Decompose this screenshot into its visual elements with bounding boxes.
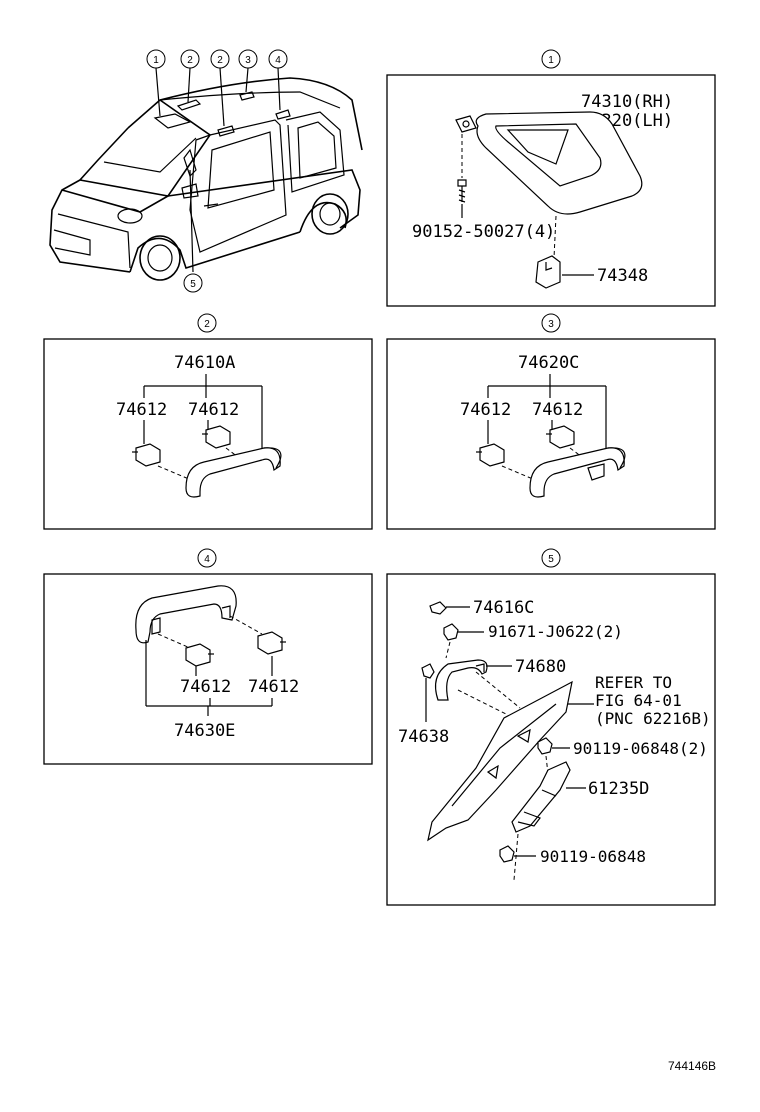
label-74638: 74638	[398, 727, 449, 747]
label-74612-a: 74612	[116, 400, 167, 420]
label-fig-64-01: FIG 64-01	[595, 691, 682, 710]
panel-sun-visor: 1 74310(RH) 74320(LH) 90152-50027(4) 743…	[386, 49, 716, 307]
label-74630E: 74630E	[174, 721, 235, 741]
callout-1: 1	[146, 49, 166, 69]
label-74620C: 74620C	[518, 353, 579, 373]
label-74612-d: 74612	[532, 400, 583, 420]
clip-icon	[421, 663, 435, 679]
svg-text:4: 4	[275, 55, 281, 66]
svg-text:2: 2	[187, 55, 193, 66]
panel-pillar-grip: 5 74616C 91671-J0622(2) 74680 74638 REFE…	[386, 548, 716, 906]
screw-icon	[499, 845, 515, 863]
callout-2a: 2	[180, 49, 200, 69]
visor-hinge	[455, 115, 477, 133]
label-90152: 90152-50027(4)	[412, 222, 555, 242]
panel5-callout: 5	[548, 554, 554, 565]
callout-2b: 2	[210, 49, 230, 69]
cap-icon	[429, 601, 447, 615]
vehicle-overview: 1 2 2 3 4 5	[49, 49, 363, 293]
label-91671: 91671-J0622(2)	[488, 622, 623, 641]
assist-grip-part	[529, 447, 625, 498]
panel3-callout: 3	[548, 319, 554, 330]
callout-3: 3	[238, 49, 258, 69]
clip-icon	[205, 425, 231, 449]
sun-visor-part	[475, 111, 643, 215]
label-74610A: 74610A	[174, 353, 235, 373]
pillar-garnish-part	[427, 680, 573, 842]
panel-assist-grip-e: 4 74612 74612 74630E	[43, 548, 373, 765]
screw-icon	[537, 737, 553, 755]
callout-4: 4	[268, 49, 288, 69]
label-74310: 74310(RH)	[581, 92, 673, 112]
assist-part	[511, 761, 571, 833]
svg-text:5: 5	[190, 279, 196, 290]
bolt-icon	[443, 623, 459, 641]
svg-text:3: 3	[245, 55, 251, 66]
label-74612-f: 74612	[248, 677, 299, 697]
clip-icon	[479, 443, 505, 467]
panel4-callout: 4	[204, 554, 210, 565]
svg-text:2: 2	[217, 55, 223, 66]
visor-holder	[535, 255, 561, 289]
label-74612-b: 74612	[188, 400, 239, 420]
label-74680: 74680	[515, 657, 566, 677]
label-74348: 74348	[597, 266, 648, 286]
clip-icon	[135, 443, 161, 467]
label-pnc-62216b: (PNC 62216B)	[595, 709, 711, 728]
label-90119: 90119-06848	[540, 847, 646, 866]
panel-assist-grip-a: 2 74610A 74612 74612	[43, 313, 373, 530]
clip-icon	[257, 631, 283, 655]
label-refer-to: REFER TO	[595, 673, 672, 692]
label-74612-e: 74612	[180, 677, 231, 697]
clip-icon	[549, 425, 575, 449]
handle-part	[435, 659, 488, 701]
label-90119-2: 90119-06848(2)	[573, 739, 708, 758]
clip-icon	[185, 643, 211, 667]
svg-text:1: 1	[153, 55, 159, 66]
assist-grip-part	[185, 447, 281, 498]
diagram-code: 744146B	[668, 1059, 716, 1073]
label-61235D: 61235D	[588, 779, 649, 799]
panel-assist-grip-c: 3 74620C 74612 74612	[386, 313, 716, 530]
label-74612-c: 74612	[460, 400, 511, 420]
panel1-callout: 1	[548, 55, 554, 66]
screw-icon	[457, 179, 467, 187]
panel2-callout: 2	[204, 319, 210, 330]
label-74616C: 74616C	[473, 598, 534, 618]
assist-grip-part	[135, 585, 237, 644]
callout-5: 5	[183, 273, 203, 293]
